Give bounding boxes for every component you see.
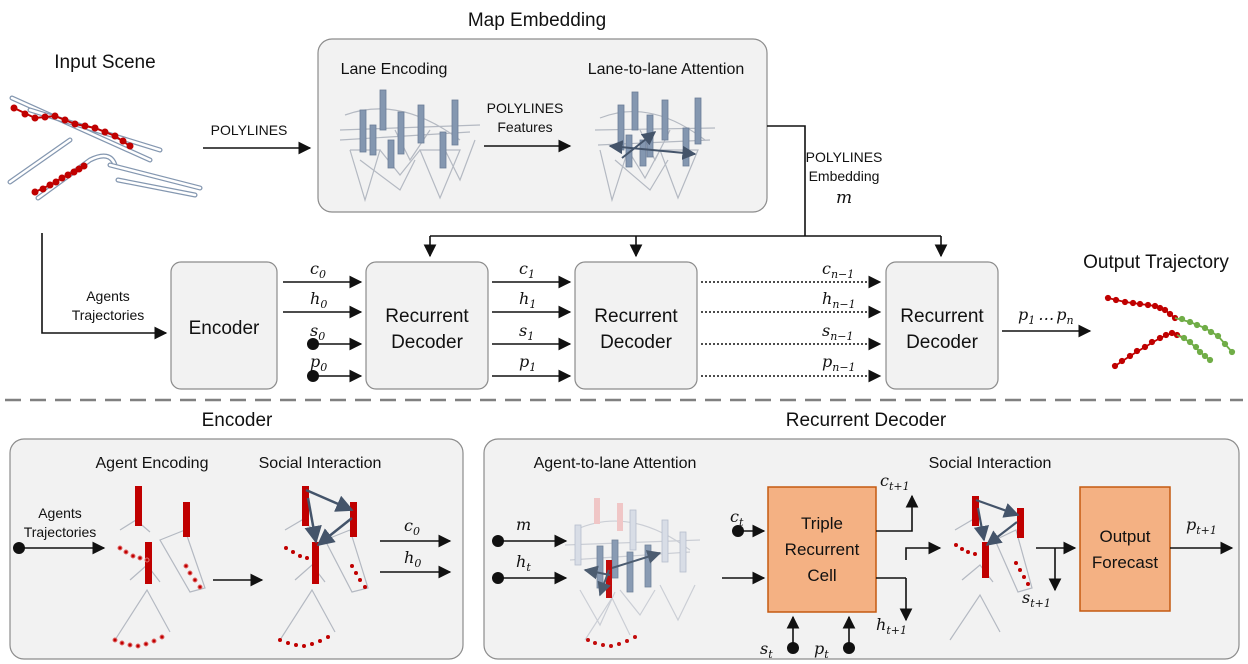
agent-encoding-label: Agent Encoding [96, 455, 209, 472]
embedding-m-label: m [836, 188, 852, 208]
polylines-embedding-line2: Embedding [809, 168, 880, 184]
dec-ht1-label: ht+1 [876, 615, 907, 637]
s0-label: s0 [310, 321, 325, 343]
enc-agents-traj-line1: Agents [38, 505, 82, 521]
dec-pt-label: pt [814, 639, 829, 661]
triple-line1: Triple [801, 514, 843, 533]
polylines-embedding-line1: POLYLINES [806, 149, 883, 165]
lane-to-lane-graphic [594, 91, 716, 203]
decoder1-line1: Recurrent [385, 306, 469, 327]
dec-ct1-arrow [876, 494, 919, 532]
enc-social-graphic [278, 486, 369, 648]
decoder1-decoder2-arrows [492, 275, 572, 383]
decoder2-decoder3-arrows [701, 275, 882, 383]
p0-input-dot [307, 370, 319, 382]
dec-st1-label: st+1 [1022, 588, 1051, 610]
polylines-label: POLYLINES [211, 122, 288, 138]
decoder-section-title: Recurrent Decoder [786, 410, 947, 431]
pn-label: pn−1 [822, 352, 856, 374]
dec-ct1-label: ct+1 [880, 471, 910, 493]
output-forecast-line2: Forecast [1092, 553, 1158, 572]
dec-st-label: st [760, 639, 773, 661]
output-trajectory-title: Output Trajectory [1083, 252, 1229, 273]
enc-h0-label: h0 [404, 548, 421, 570]
encoder-box [170, 261, 278, 390]
output-p-label: p1…pn [1018, 305, 1074, 327]
map-embedding-title: Map Embedding [468, 10, 606, 31]
input-scene-agents [10, 104, 134, 196]
lane-to-lane-label: Lane-to-lane Attention [588, 61, 745, 78]
decoder1-line2: Decoder [391, 332, 463, 353]
input-scene-title: Input Scene [54, 52, 155, 73]
c1-label: c1 [519, 259, 535, 281]
c0-label: c0 [310, 259, 326, 281]
triple-recurrent-cell [767, 486, 877, 613]
agents-trajectories-arrow [41, 233, 168, 340]
sn-label: sn−1 [822, 321, 854, 343]
cn-label: cn−1 [822, 259, 854, 281]
input-scene-graphic [7, 95, 203, 201]
agent-encoding-graphic [112, 486, 206, 649]
dec-social-interaction-label: Social Interaction [929, 455, 1052, 472]
output-forecast-box [1079, 486, 1171, 612]
triple-line3: Cell [807, 566, 836, 585]
dec-ht-label: ht [516, 552, 531, 574]
encoder-label: Encoder [189, 318, 260, 339]
output-forecast-line1: Output [1099, 527, 1150, 546]
s0-input-dot [307, 338, 319, 350]
h1-label: h1 [519, 289, 536, 311]
decoder3-line2: Decoder [906, 332, 978, 353]
social-interaction-label: Social Interaction [259, 455, 382, 472]
triple-line2: Recurrent [785, 540, 860, 559]
agent-to-lane-graphic [564, 498, 701, 648]
decoder2-line1: Recurrent [594, 306, 678, 327]
decoder2-line2: Decoder [600, 332, 672, 353]
dec-ct-label: ct [730, 507, 744, 529]
dec-pt1-label: pt+1 [1186, 515, 1217, 537]
embedding-connector [767, 125, 806, 236]
h0-label: h0 [310, 289, 327, 311]
lane-encoding-label: Lane Encoding [341, 61, 448, 78]
encoder-decoder-arrows [283, 275, 363, 383]
decoder3-line1: Recurrent [900, 306, 984, 327]
recurrent-decoder-3-box [885, 261, 999, 390]
encoder-section-title: Encoder [202, 410, 273, 431]
agents-traj-line1: Agents [86, 288, 130, 304]
encoder-detail-box [9, 438, 464, 660]
p1-label: p1 [519, 352, 536, 374]
output-trajectory-graphic [1104, 294, 1236, 370]
agents-traj-line2: Trajectories [72, 307, 145, 323]
recurrent-decoder-1-box [365, 261, 489, 390]
dec-social-graphic [949, 496, 1033, 641]
polylines-features-line2: Features [497, 119, 552, 135]
hn-label: hn−1 [822, 289, 856, 311]
s1-label: s1 [519, 321, 534, 343]
lane-encoding-graphic [339, 89, 481, 203]
dec-to-social-arrow [905, 541, 942, 560]
recurrent-decoder-2-box [574, 261, 698, 390]
polylines-features-line1: POLYLINES [487, 100, 564, 116]
enc-c0-label: c0 [404, 516, 420, 538]
agent-to-lane-label: Agent-to-lane Attention [534, 455, 697, 472]
p0-label: p0 [310, 352, 327, 374]
dec-m-label: m [516, 515, 531, 534]
enc-agents-traj-line2: Trajectories [24, 524, 97, 540]
